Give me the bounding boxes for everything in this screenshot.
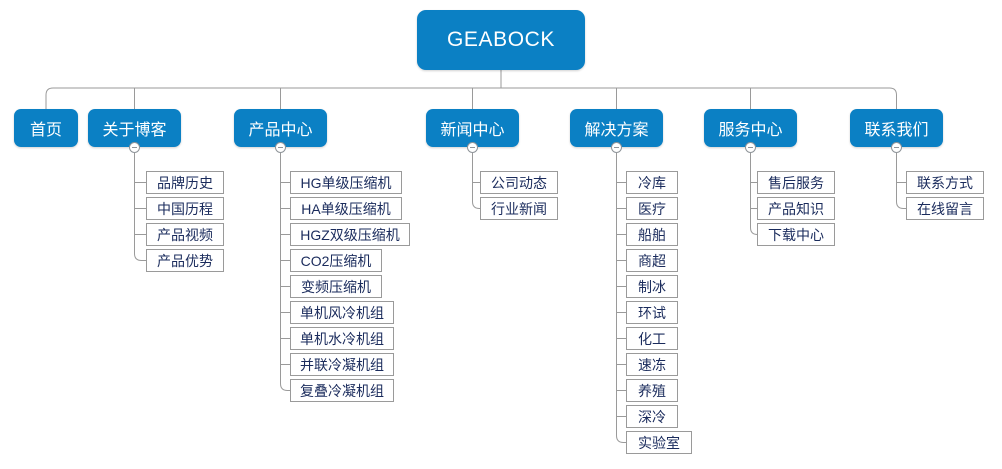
- section-node-6[interactable]: 服务中心: [704, 109, 797, 147]
- leaf-node-5-1[interactable]: 冷库: [626, 171, 678, 194]
- leaf-node-4-2[interactable]: 行业新闻: [480, 197, 558, 220]
- leaf-node-5-10[interactable]: 深冷: [626, 405, 678, 428]
- collapse-minus-icon[interactable]: [275, 141, 286, 153]
- leaf-node-5-2[interactable]: 医疗: [626, 197, 678, 220]
- leaf-node-6-3[interactable]: 下载中心: [757, 223, 835, 246]
- leaf-node-2-3[interactable]: 产品视频: [146, 223, 224, 246]
- section-node-4[interactable]: 新闻中心: [426, 109, 519, 147]
- leaf-node-7-2[interactable]: 在线留言: [906, 197, 984, 220]
- leaf-node-3-3[interactable]: HGZ双级压缩机: [290, 223, 410, 246]
- leaf-node-3-8[interactable]: 并联冷凝机组: [290, 353, 394, 376]
- leaf-node-3-5[interactable]: 变频压缩机: [290, 275, 382, 298]
- collapse-minus-icon[interactable]: [745, 141, 756, 153]
- leaf-node-3-9[interactable]: 复叠冷凝机组: [290, 379, 394, 402]
- section-node-3[interactable]: 产品中心: [234, 109, 327, 147]
- leaf-node-5-3[interactable]: 船舶: [626, 223, 678, 246]
- leaf-node-2-1[interactable]: 品牌历史: [146, 171, 224, 194]
- root-node-geabock[interactable]: GEABOCK: [417, 10, 585, 70]
- leaf-node-5-6[interactable]: 环试: [626, 301, 678, 324]
- section-node-7[interactable]: 联系我们: [850, 109, 943, 147]
- leaf-node-5-11[interactable]: 实验室: [626, 431, 692, 454]
- leaf-node-6-1[interactable]: 售后服务: [757, 171, 835, 194]
- collapse-minus-icon[interactable]: [611, 141, 622, 153]
- leaf-node-2-4[interactable]: 产品优势: [146, 249, 224, 272]
- leaf-node-5-7[interactable]: 化工: [626, 327, 678, 350]
- section-node-2[interactable]: 关于博客: [88, 109, 181, 147]
- leaf-node-3-7[interactable]: 单机水冷机组: [290, 327, 394, 350]
- leaf-node-3-6[interactable]: 单机风冷机组: [290, 301, 394, 324]
- leaf-node-4-1[interactable]: 公司动态: [480, 171, 558, 194]
- collapse-minus-icon[interactable]: [467, 141, 478, 153]
- leaf-node-6-2[interactable]: 产品知识: [757, 197, 835, 220]
- leaf-node-3-2[interactable]: HA单级压缩机: [290, 197, 402, 220]
- leaf-node-5-9[interactable]: 养殖: [626, 379, 678, 402]
- leaf-node-3-1[interactable]: HG单级压缩机: [290, 171, 402, 194]
- leaf-node-7-1[interactable]: 联系方式: [906, 171, 984, 194]
- leaf-node-5-4[interactable]: 商超: [626, 249, 678, 272]
- leaf-node-3-4[interactable]: CO2压缩机: [290, 249, 382, 272]
- collapse-minus-icon[interactable]: [891, 141, 902, 153]
- section-node-5[interactable]: 解决方案: [570, 109, 663, 147]
- collapse-minus-icon[interactable]: [129, 141, 140, 153]
- leaf-node-5-8[interactable]: 速冻: [626, 353, 678, 376]
- leaf-node-2-2[interactable]: 中国历程: [146, 197, 224, 220]
- leaf-node-5-5[interactable]: 制冰: [626, 275, 678, 298]
- section-node-1[interactable]: 首页: [14, 109, 78, 147]
